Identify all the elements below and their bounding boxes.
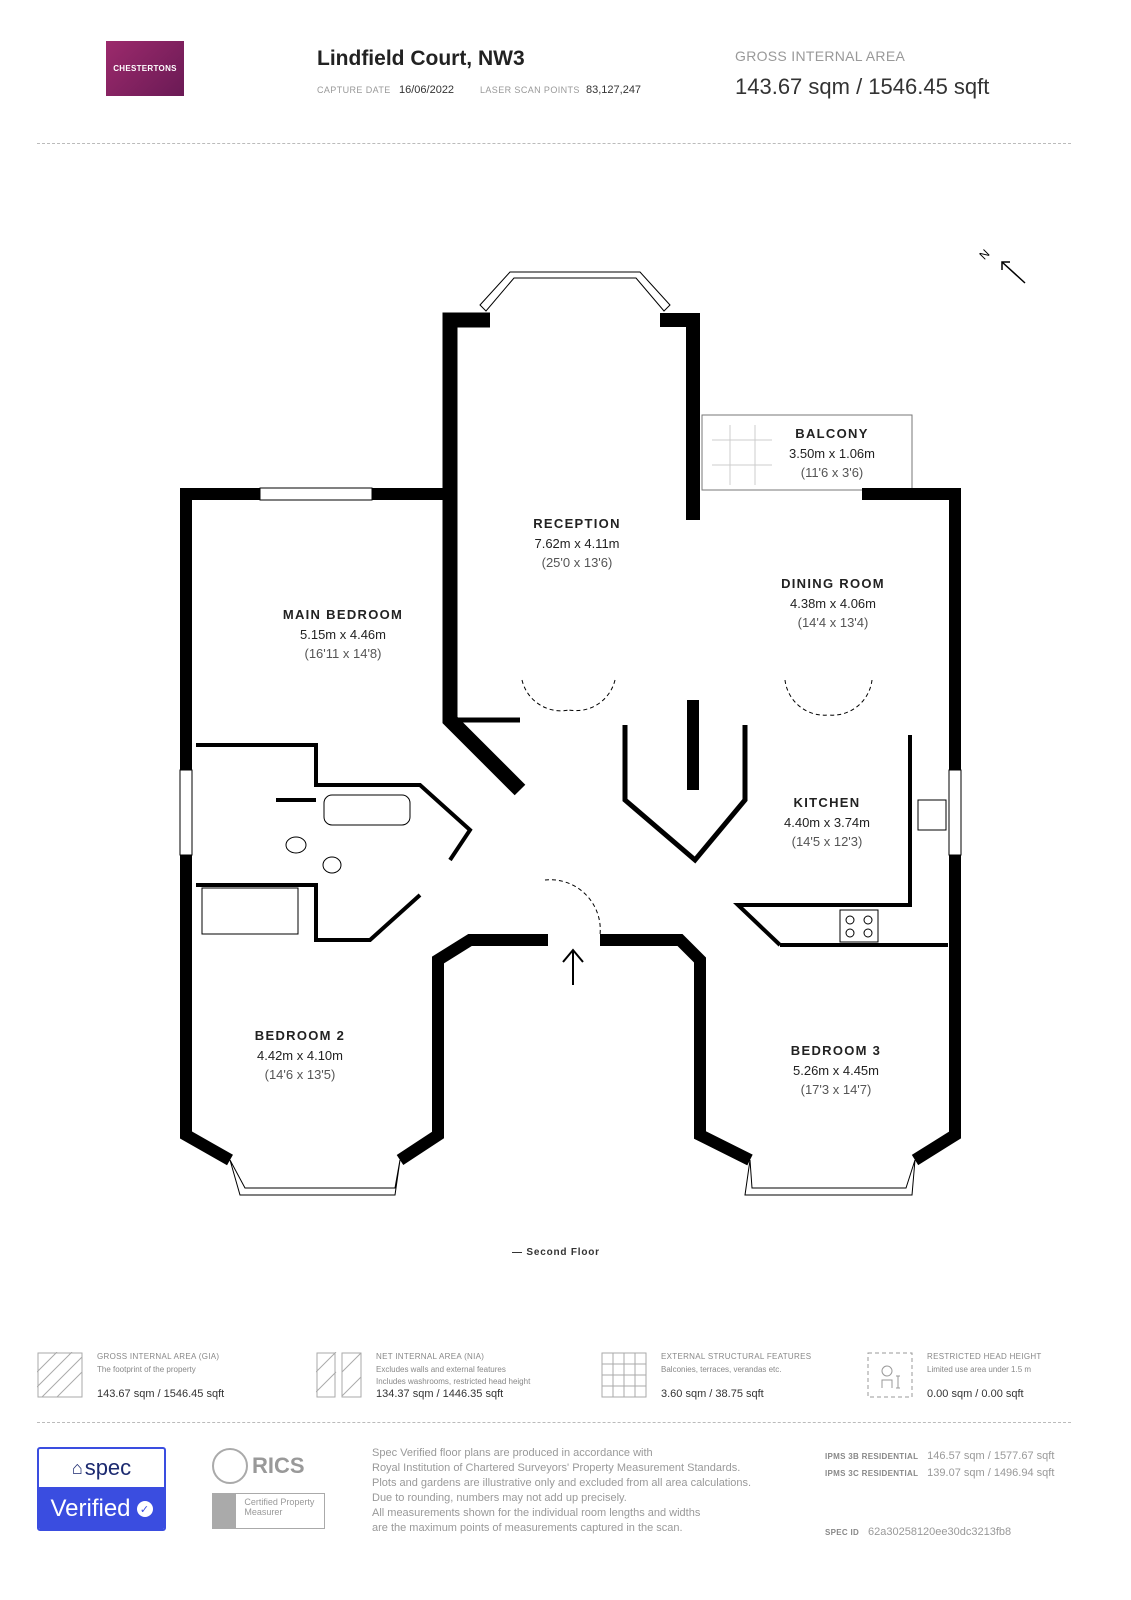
svg-text:N: N — [977, 246, 993, 262]
room-metric: 5.15m x 4.46m — [300, 626, 386, 642]
legend-title: RESTRICTED HEAD HEIGHT — [927, 1352, 1042, 1361]
rics-mark-icon — [213, 1494, 237, 1528]
disclaimer: Spec Verified floor plans are produced i… — [372, 1446, 751, 1536]
gia-value: 143.67 sqm / 1546.45 sqft — [735, 74, 990, 99]
compass-icon: N — [977, 246, 1026, 284]
scan-points-label: LASER SCAN POINTS — [480, 85, 580, 95]
ipms-3b: IPMS 3B RESIDENTIAL 146.57 sqm / 1577.67… — [825, 1446, 1054, 1464]
legend-value: 3.60 sqm / 38.75 sqft — [661, 1388, 764, 1400]
room-metric: 3.50m x 1.06m — [789, 445, 875, 461]
legend-title: NET INTERNAL AREA (NIA) — [376, 1352, 485, 1361]
lion-icon — [212, 1448, 248, 1484]
room-kitchen: KITCHEN 4.40m x 3.74m (14'5 x 12'3) — [747, 793, 907, 852]
room-imperial: (16'11 x 14'8) — [304, 646, 382, 661]
rics-label: RICS — [252, 1453, 305, 1478]
room-metric: 5.26m x 4.45m — [793, 1062, 879, 1078]
room-imperial: (11'6 x 3'6) — [800, 465, 864, 480]
legend-desc: Balconies, terraces, verandas etc. — [661, 1365, 782, 1374]
room-name: MAIN BEDROOM — [282, 607, 404, 622]
fixtures — [201, 679, 947, 985]
balcony-area — [701, 414, 913, 491]
disclaimer-line: Due to rounding, numbers may not add up … — [372, 1492, 627, 1504]
spec-id-label: SPEC ID — [825, 1528, 860, 1537]
ipms-value: 146.57 sqm / 1577.67 sqft — [927, 1450, 1055, 1462]
room-name: KITCHEN — [793, 795, 861, 810]
spec-id-value: 62a30258120ee30dc3213fb8 — [868, 1526, 1012, 1538]
floor-label: — Second Floor — [512, 1247, 600, 1258]
gia-label: GROSS INTERNAL AREA — [735, 48, 906, 64]
room-metric: 4.42m x 4.10m — [257, 1047, 343, 1063]
legend-title: GROSS INTERNAL AREA (GIA) — [97, 1352, 220, 1361]
legend-title: EXTERNAL STRUCTURAL FEATURES — [661, 1352, 812, 1361]
room-name: RECEPTION — [533, 516, 621, 531]
grid-icon — [601, 1352, 647, 1398]
divider — [37, 143, 1071, 144]
capture-date: 16/06/2022 — [399, 84, 455, 96]
verified-label: Verified — [50, 1495, 131, 1522]
walls — [180, 312, 961, 1166]
room-bedroom-3: BEDROOM 3 5.26m x 4.45m (17'3 x 14'7) — [756, 1041, 916, 1100]
chestertons-logo: CHESTERTONS — [106, 41, 184, 96]
room-name: BEDROOM 2 — [254, 1028, 346, 1043]
hatched-square-icon — [37, 1352, 83, 1398]
room-imperial: (14'4 x 13'4) — [797, 615, 869, 630]
legend-desc-line: Includes washrooms, restricted head heig… — [376, 1377, 531, 1386]
disclaimer-line: All measurements shown for the individua… — [372, 1507, 701, 1519]
spec-logo-icon: ⌂ — [71, 1457, 83, 1478]
property-title: Lindfield Court, NW3 — [317, 47, 525, 70]
spec-verified-badge: ⌂spec Verified ✓ — [37, 1447, 166, 1531]
room-main-bedroom: MAIN BEDROOM 5.15m x 4.46m (16'11 x 14'8) — [253, 605, 433, 664]
disclaimer-line: Royal Institution of Chartered Surveyors… — [372, 1462, 741, 1474]
rics-certified-badge: Certified Property Measurer — [212, 1493, 325, 1529]
hatched-plan-icon — [316, 1352, 362, 1398]
windows — [179, 271, 962, 1196]
legend-desc: Limited use area under 1.5 m — [927, 1365, 1032, 1374]
scan-points: 83,127,247 — [586, 84, 642, 96]
room-imperial: (14'5 x 12'3) — [791, 834, 863, 849]
room-metric: 4.38m x 4.06m — [790, 595, 876, 611]
room-name: BEDROOM 3 — [790, 1043, 882, 1058]
floor-plan: N — [179, 246, 1026, 1196]
rics-logo: RICS — [212, 1448, 305, 1484]
room-metric: 7.62m x 4.11m — [534, 535, 620, 551]
room-name: DINING ROOM — [781, 576, 885, 591]
legend-value: 143.67 sqm / 1546.45 sqft — [97, 1388, 225, 1400]
person-icon — [867, 1352, 913, 1398]
legend-desc-line: Excludes walls and external features — [376, 1365, 506, 1374]
room-imperial: (17'3 x 14'7) — [800, 1082, 872, 1097]
ipms-value: 139.07 sqm / 1496.94 sqft — [927, 1467, 1055, 1479]
spec-label: spec — [84, 1455, 132, 1480]
room-balcony: BALCONY 3.50m x 1.06m (11'6 x 3'6) — [752, 424, 912, 483]
legend-value: 134.37 sqm / 1446.35 sqft — [376, 1388, 504, 1400]
divider — [37, 1422, 1071, 1423]
legend-value: 0.00 sqm / 0.00 sqft — [927, 1388, 1024, 1400]
disclaimer-line: Spec Verified floor plans are produced i… — [372, 1447, 653, 1459]
disclaimer-line: are the maximum points of measurements c… — [372, 1522, 683, 1534]
check-icon: ✓ — [136, 1501, 153, 1517]
rics-badge-text: Certified Property Measurer — [244, 1497, 315, 1517]
room-reception: RECEPTION 7.62m x 4.11m (25'0 x 13'6) — [497, 514, 657, 573]
spec-id: SPEC ID 62a30258120ee30dc3213fb8 — [825, 1522, 1011, 1540]
capture-date-label: CAPTURE DATE — [317, 85, 391, 95]
room-bedroom-2: BEDROOM 2 4.42m x 4.10m (14'6 x 13'5) — [220, 1026, 380, 1085]
legend-desc: The footprint of the property — [97, 1365, 196, 1374]
ipms-3c: IPMS 3C RESIDENTIAL 139.07 sqm / 1496.94… — [825, 1463, 1054, 1481]
room-imperial: (14'6 x 13'5) — [264, 1067, 336, 1082]
ipms-label: IPMS 3B RESIDENTIAL — [825, 1452, 919, 1461]
room-dining-room: DINING ROOM 4.38m x 4.06m (14'4 x 13'4) — [753, 574, 913, 633]
room-name: BALCONY — [795, 426, 869, 441]
room-metric: 4.40m x 3.74m — [784, 814, 870, 830]
room-imperial: (25'0 x 13'6) — [541, 555, 613, 570]
ipms-label: IPMS 3C RESIDENTIAL — [825, 1469, 919, 1478]
disclaimer-line: Plots and gardens are illustrative only … — [372, 1477, 752, 1489]
